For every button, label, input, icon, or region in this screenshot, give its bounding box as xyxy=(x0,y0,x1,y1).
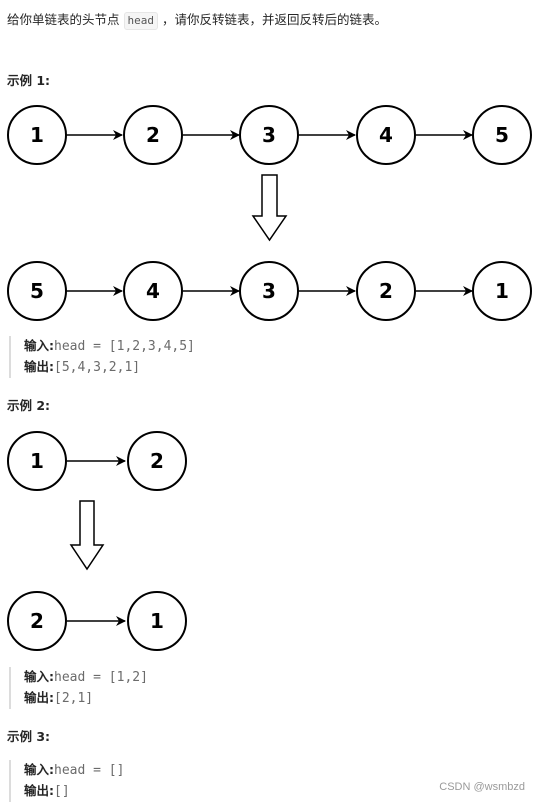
example-3-io: 输入:head = [] 输出:[] xyxy=(9,760,124,802)
down-arrow-icon xyxy=(251,174,288,242)
node-value: 4 xyxy=(379,123,393,147)
output-line: 输出:[2,1] xyxy=(24,688,148,709)
list-node: 3 xyxy=(239,105,299,165)
input-line: 输入:head = [1,2] xyxy=(24,667,148,688)
output-value: [] xyxy=(54,784,70,799)
output-value: [2,1] xyxy=(54,691,94,706)
input-label: 输入: xyxy=(24,669,54,684)
list-node: 5 xyxy=(472,105,532,165)
list-node: 2 xyxy=(127,431,187,491)
input-line: 输入:head = [1,2,3,4,5] xyxy=(24,336,195,357)
input-value: head = [] xyxy=(54,763,125,778)
example-3-title: 示例 3: xyxy=(7,729,51,744)
watermark: CSDN @wsmbzd xyxy=(439,781,525,793)
node-value: 1 xyxy=(30,123,44,147)
node-value: 2 xyxy=(150,449,164,473)
list-node: 1 xyxy=(7,431,67,491)
example-1-title: 示例 1: xyxy=(7,73,51,88)
list-node: 5 xyxy=(7,261,67,321)
list-node: 2 xyxy=(7,591,67,651)
output-line: 输出:[] xyxy=(24,781,124,802)
down-arrow-icon xyxy=(69,500,105,571)
input-label: 输入: xyxy=(24,338,54,353)
node-value: 4 xyxy=(146,279,160,303)
list-node: 1 xyxy=(127,591,187,651)
node-value: 3 xyxy=(262,279,276,303)
output-label: 输出: xyxy=(24,783,54,798)
node-value: 3 xyxy=(262,123,276,147)
output-label: 输出: xyxy=(24,690,54,705)
output-label: 输出: xyxy=(24,359,54,374)
example-1-diagram: 1 2 3 4 5 5 4 3 2 1 xyxy=(7,105,532,321)
node-value: 1 xyxy=(150,609,164,633)
node-value: 1 xyxy=(495,279,509,303)
list-node: 2 xyxy=(356,261,416,321)
problem-statement: 给你单链表的头节点 head ，请你反转链表，并返回反转后的链表。 xyxy=(7,11,532,30)
example-2-diagram: 1 2 2 1 xyxy=(7,431,187,651)
list-node: 4 xyxy=(123,261,183,321)
node-value: 5 xyxy=(30,279,44,303)
node-value: 2 xyxy=(146,123,160,147)
node-value: 2 xyxy=(30,609,44,633)
output-value: [5,4,3,2,1] xyxy=(54,360,141,375)
node-value: 5 xyxy=(495,123,509,147)
list-node: 1 xyxy=(472,261,532,321)
list-node: 1 xyxy=(7,105,67,165)
head-code: head xyxy=(123,12,158,30)
node-value: 2 xyxy=(379,279,393,303)
node-value: 1 xyxy=(30,449,44,473)
intro-prefix: 给你单链表的头节点 xyxy=(7,12,120,27)
example-2-title: 示例 2: xyxy=(7,398,51,413)
example-1-io: 输入:head = [1,2,3,4,5] 输出:[5,4,3,2,1] xyxy=(9,336,195,378)
input-value: head = [1,2,3,4,5] xyxy=(54,339,195,354)
input-label: 输入: xyxy=(24,762,54,777)
output-line: 输出:[5,4,3,2,1] xyxy=(24,357,195,378)
intro-suffix: ，请你反转链表，并返回反转后的链表。 xyxy=(161,12,387,27)
input-value: head = [1,2] xyxy=(54,670,148,685)
list-node: 2 xyxy=(123,105,183,165)
list-node: 3 xyxy=(239,261,299,321)
example-2-io: 输入:head = [1,2] 输出:[2,1] xyxy=(9,667,148,709)
input-line: 输入:head = [] xyxy=(24,760,124,781)
list-node: 4 xyxy=(356,105,416,165)
